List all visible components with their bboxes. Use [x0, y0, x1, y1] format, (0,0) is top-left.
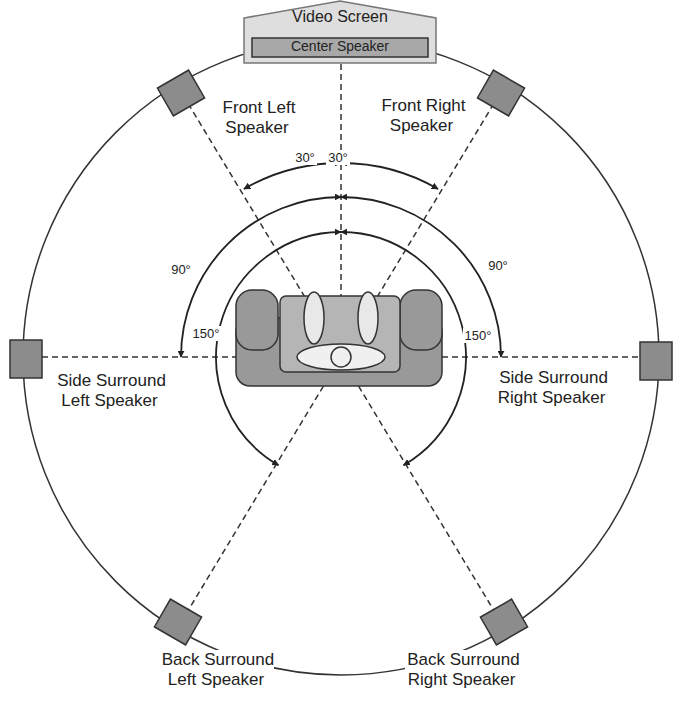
speakers — [10, 70, 672, 645]
front-right-axis — [183, 95, 499, 619]
angle-arc — [341, 163, 438, 189]
speaker-axes — [42, 64, 640, 619]
screen-shape — [244, 1, 436, 63]
speaker-box — [10, 340, 42, 378]
angle-label: 90° — [481, 258, 515, 274]
node-label: Video Screen — [243, 0, 437, 26]
angle-arc — [181, 197, 341, 357]
speaker-label: Back Surround Left Speaker — [152, 650, 282, 691]
speaker-box — [477, 70, 524, 116]
speaker-label: Front Left Speaker — [198, 98, 318, 139]
front-left-axis — [183, 95, 499, 619]
speaker-label: Front Right Speaker — [360, 96, 485, 137]
angle-label: 90° — [164, 262, 198, 278]
speaker-label: Side Surround Right Speaker — [490, 368, 615, 409]
leg — [358, 292, 378, 344]
angle-arc — [341, 197, 501, 357]
sofa-arm — [236, 290, 278, 350]
angle-label: 150° — [458, 328, 498, 344]
box-shape — [252, 38, 428, 57]
sofa-seat — [280, 296, 400, 372]
speaker-label: Back Surround Right Speaker — [395, 650, 530, 691]
angle-arcs — [181, 163, 501, 465]
sofa — [236, 290, 442, 386]
speaker-box — [157, 70, 204, 116]
speaker-box — [480, 599, 527, 645]
listening-circle — [23, 39, 659, 675]
node-label: Center Speaker — [251, 37, 429, 54]
listener-shoulders — [297, 344, 385, 370]
center-speaker-box: Center Speaker — [251, 37, 429, 58]
speaker-label: Side Surround Left Speaker — [48, 371, 173, 412]
video-screen: Video ScreenCenter Speaker — [243, 0, 437, 64]
angle-arc — [244, 163, 341, 189]
speaker-box — [154, 599, 201, 645]
angle-label: 150° — [186, 326, 226, 342]
angle-label: 30° — [321, 150, 355, 166]
listener-head — [331, 347, 351, 367]
speaker-box — [640, 342, 672, 380]
angle-label: 30° — [288, 150, 322, 166]
leg — [304, 292, 324, 344]
sofa-arm — [400, 290, 442, 350]
